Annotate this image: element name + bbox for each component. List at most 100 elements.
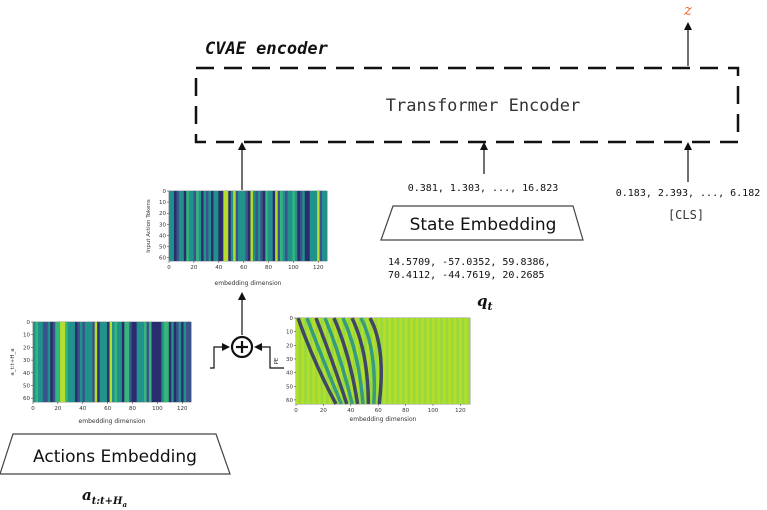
top-heatmap-stripe bbox=[270, 191, 273, 261]
right-heatmap-stripe bbox=[440, 318, 443, 404]
left-heatmap-stripe bbox=[171, 322, 175, 402]
left-heatmap-stripe bbox=[149, 322, 152, 402]
y-tick-label: 10 bbox=[159, 200, 166, 206]
left-heatmap-stripe bbox=[112, 322, 115, 402]
right-heatmap-stripe bbox=[374, 318, 378, 404]
left-input-arrow bbox=[210, 343, 230, 369]
left-heatmap-stripe bbox=[77, 322, 81, 402]
top-heatmap-stripe bbox=[267, 191, 271, 261]
right-heatmap-wave bbox=[314, 317, 349, 405]
y-tick-label: 40 bbox=[159, 233, 166, 239]
right-heatmap-stripe bbox=[342, 318, 345, 404]
top-heatmap-xlabel: embedding dimension bbox=[215, 280, 282, 287]
left-heatmap-stripe bbox=[144, 322, 147, 402]
q-raw-values-line2: 70.4112, -44.7619, 20.2685 bbox=[388, 270, 545, 281]
x-tick-label: 20 bbox=[320, 408, 327, 414]
left-heatmap-stripe bbox=[153, 322, 157, 402]
right-heatmap-stripe bbox=[309, 318, 313, 404]
left-heatmap-stripe bbox=[60, 322, 63, 402]
top-heatmap-stripe bbox=[302, 191, 306, 261]
y-tick-label: 30 bbox=[159, 222, 166, 228]
left-heatmap-stripe bbox=[107, 322, 110, 402]
right-heatmap-stripe bbox=[336, 318, 340, 404]
top-heatmap-stripe bbox=[235, 191, 239, 261]
left-heatmap-stripe bbox=[163, 322, 167, 402]
top-heatmap-stripe bbox=[289, 191, 293, 261]
top-heatmap-stripe bbox=[317, 191, 320, 261]
right-heatmap-ylabel: PE bbox=[274, 357, 280, 364]
left-heatmap-stripe bbox=[42, 322, 46, 402]
left-heatmap-stripe bbox=[40, 322, 44, 402]
right-heatmap-wave bbox=[350, 317, 371, 405]
top-heatmap-stripe bbox=[169, 191, 172, 261]
x-tick-label: 120 bbox=[177, 406, 188, 412]
right-heatmap-stripe bbox=[450, 318, 454, 404]
left-heatmap-stripe bbox=[161, 322, 165, 402]
top-heatmap-stripe bbox=[292, 191, 296, 261]
top-heatmap-stripe bbox=[322, 191, 325, 261]
top-heatmap-stripe bbox=[248, 191, 251, 261]
left-heatmap-stripe bbox=[89, 322, 93, 402]
right-heatmap-stripe bbox=[423, 318, 427, 404]
left-heatmap-stripe bbox=[99, 322, 103, 402]
right-heatmap-wave bbox=[323, 317, 354, 405]
top-heatmap-stripe bbox=[218, 191, 222, 261]
left-heatmap-stripe bbox=[87, 322, 91, 402]
top-heatmap-stripe bbox=[183, 191, 187, 261]
left-heatmap-stripe bbox=[129, 322, 133, 402]
top-heatmap-stripe bbox=[275, 191, 278, 261]
left-heatmap-stripe bbox=[134, 322, 137, 402]
top-heatmap-stripe bbox=[307, 191, 311, 261]
left-heatmap-stripe bbox=[62, 322, 66, 402]
right-heatmap-stripe bbox=[456, 318, 460, 404]
y-tick-label: 60 bbox=[286, 398, 293, 404]
x-tick-label: 100 bbox=[428, 408, 439, 414]
top-heatmap-stripe bbox=[230, 191, 234, 261]
left-heatmap-stripe bbox=[65, 322, 68, 402]
left-heatmap-stripe bbox=[33, 322, 36, 402]
left-heatmap-stripe bbox=[166, 322, 170, 402]
left-heatmap-stripe bbox=[74, 322, 78, 402]
top-heatmap-stripe bbox=[319, 191, 323, 261]
top-heatmap-stripe bbox=[314, 191, 318, 261]
left-heatmap-stripe bbox=[186, 322, 189, 402]
x-tick-label: 60 bbox=[104, 406, 111, 412]
right-heatmap-wave bbox=[359, 317, 377, 405]
left-heatmap-stripe bbox=[114, 322, 118, 402]
top-heatmap-stripe bbox=[243, 191, 246, 261]
top-heatmap-stripe bbox=[324, 191, 328, 261]
right-heatmap-stripe bbox=[298, 318, 302, 404]
top-heatmap-stripe bbox=[206, 191, 209, 261]
left-heatmap-stripe bbox=[47, 322, 51, 402]
y-tick-label: 50 bbox=[159, 245, 166, 251]
top-heatmap-stripe bbox=[240, 191, 244, 261]
top-heatmap-stripe bbox=[260, 191, 264, 261]
x-tick-label: 60 bbox=[375, 408, 382, 414]
x-tick-label: 60 bbox=[240, 265, 247, 271]
right-heatmap-stripe bbox=[467, 318, 470, 404]
left-heatmap-stripe bbox=[94, 322, 98, 402]
top-heatmap-stripe bbox=[208, 191, 212, 261]
left-heatmap-stripe bbox=[183, 322, 187, 402]
state-embedding-block bbox=[380, 205, 584, 241]
top-heatmap-stripe bbox=[312, 191, 315, 261]
top-heatmap-stripe bbox=[181, 191, 185, 261]
right-heatmap-stripe bbox=[396, 318, 400, 404]
right-heatmap-stripe bbox=[429, 318, 432, 404]
left-heatmap-stripe bbox=[146, 322, 150, 402]
top-heatmap-stripe bbox=[309, 191, 313, 261]
output-z-label: z bbox=[683, 1, 692, 19]
transformer-encoder-label: Transformer Encoder bbox=[386, 96, 580, 116]
left-heatmap-stripe bbox=[151, 322, 155, 402]
x-tick-label: 40 bbox=[347, 408, 354, 414]
y-tick-label: 40 bbox=[286, 371, 293, 377]
y-tick-label: 0 bbox=[290, 316, 294, 322]
top-heatmap-stripe bbox=[252, 191, 256, 261]
left-heatmap-stripe bbox=[116, 322, 120, 402]
left-heatmap-stripe bbox=[136, 322, 140, 402]
left-heatmap-stripe bbox=[82, 322, 86, 402]
